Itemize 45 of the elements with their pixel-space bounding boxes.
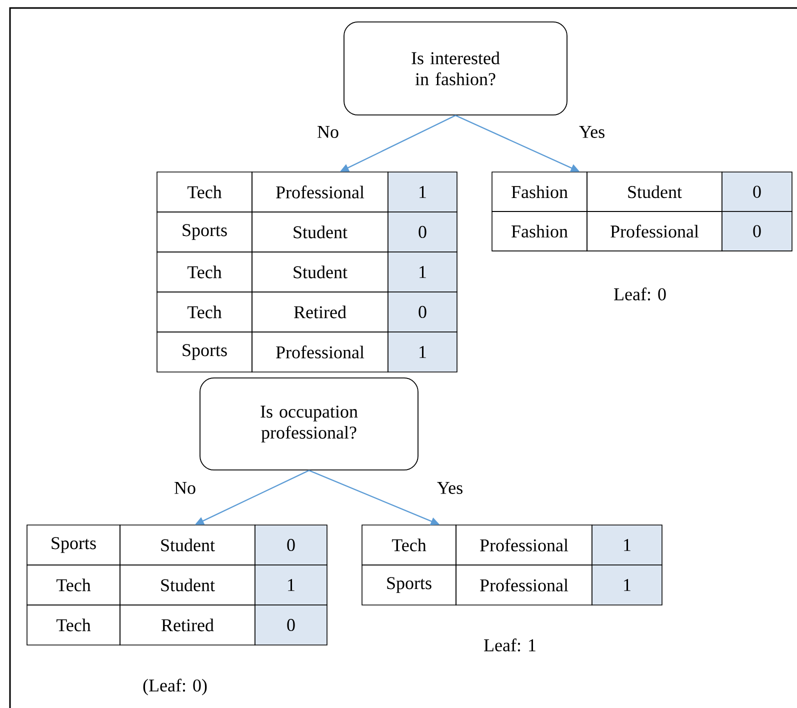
decision-box: Is occupation professional?	[200, 378, 418, 470]
table-cell: Tech	[26, 564, 120, 606]
edge-label: Yes	[578, 125, 606, 139]
table-cell: 1	[388, 172, 458, 212]
table-cell: Fashion	[492, 211, 588, 252]
table-cell: Tech	[156, 252, 252, 292]
table-cell: 0	[722, 211, 792, 252]
table-cell: Student	[120, 524, 256, 566]
table-cell: Student	[252, 212, 388, 252]
table-cell: Fashion	[492, 172, 588, 212]
table-cell: Student	[120, 564, 256, 606]
table-cell: Tech	[156, 292, 252, 332]
table-cell: Retired	[252, 292, 388, 332]
table-cell: Professional	[456, 524, 592, 566]
table-cell: 1	[592, 524, 662, 566]
edge-label: Yes	[436, 481, 464, 495]
edge-label: No	[316, 125, 340, 139]
table-cell: 0	[254, 524, 328, 566]
table-cell: Student	[586, 172, 722, 212]
table-cell: Student	[252, 252, 388, 292]
table-cell: 0	[722, 172, 792, 212]
table-cell: 0	[388, 292, 458, 332]
table-cell: Professional	[456, 564, 592, 606]
table-cell: Professional	[252, 332, 388, 372]
table-cell: 1	[592, 564, 662, 606]
table-cell: Professional	[252, 172, 388, 212]
decision-box: Is interested in fashion?	[344, 22, 568, 116]
table-cell: 0	[254, 604, 328, 646]
leaf-label: Leaf: 0	[614, 288, 666, 300]
edge-label: No	[173, 481, 197, 495]
table-cell: Tech	[362, 524, 456, 566]
table-cell: Retired	[120, 604, 256, 646]
table-cell: 1	[388, 332, 458, 372]
table-cell: Sports	[156, 332, 252, 372]
table-cell: Professional	[586, 211, 722, 252]
table-cell: 0	[388, 212, 458, 252]
leaf-label: Leaf: 1	[484, 638, 536, 652]
table-cell: Sports	[156, 212, 252, 252]
table-cell: Tech	[156, 172, 252, 212]
table-cell: Tech	[26, 604, 120, 646]
leaf-label: (Leaf: 0)	[143, 678, 207, 696]
table-cell: 1	[254, 564, 328, 606]
table-cell: 1	[388, 252, 458, 292]
table-cell: Sports	[362, 564, 456, 606]
table-cell: Sports	[26, 524, 120, 566]
